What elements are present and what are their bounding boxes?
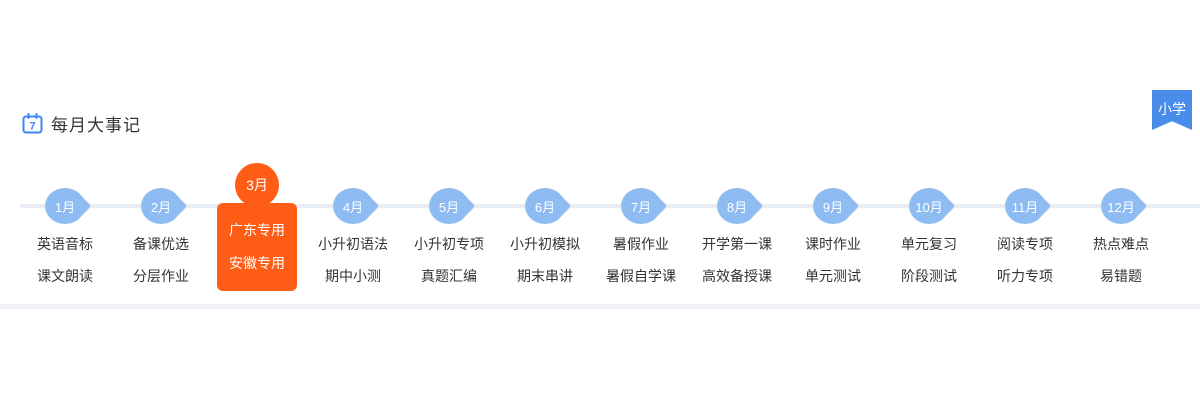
topic-line-1: 英语音标 bbox=[37, 236, 93, 252]
timeline-month-item[interactable]: 12月 热点难点 易错题 bbox=[1073, 138, 1169, 298]
month-topics: 开学第一课 高效备授课 bbox=[702, 234, 772, 298]
timeline-month-item[interactable]: 10月 单元复习 阶段测试 bbox=[881, 138, 977, 298]
topic-line-2: 单元测试 bbox=[805, 268, 861, 284]
separator-line bbox=[0, 304, 1200, 309]
month-pin[interactable]: 11月 bbox=[1005, 188, 1045, 224]
month-topics: 小升初专项 真题汇编 bbox=[414, 234, 484, 298]
month-pin[interactable]: 6月 bbox=[525, 188, 565, 224]
month-pin[interactable]: 12月 bbox=[1101, 188, 1141, 224]
month-topics: 暑假作业 暑假自学课 bbox=[606, 234, 676, 298]
timeline-month-item-active[interactable]: 3月 广东专用 安徽专用 bbox=[209, 138, 305, 298]
topic-line-2: 听力专项 bbox=[997, 268, 1053, 284]
timeline-month-item[interactable]: 5月 小升初专项 真题汇编 bbox=[401, 138, 497, 298]
page-title: 每月大事记 bbox=[51, 116, 141, 135]
month-label: 10月 bbox=[915, 199, 943, 215]
topic-line-2: 分层作业 bbox=[133, 268, 189, 284]
month-label: 12月 bbox=[1107, 199, 1135, 215]
active-month-card[interactable]: 广东专用 安徽专用 bbox=[217, 203, 297, 291]
month-label: 7月 bbox=[630, 199, 652, 215]
month-topics: 小升初语法 期中小测 bbox=[318, 234, 388, 298]
topic-line-2: 阶段测试 bbox=[901, 268, 957, 284]
topic-line-1: 备课优选 bbox=[133, 236, 189, 252]
topic-line-1: 暑假作业 bbox=[613, 236, 669, 252]
topic-line-2: 真题汇编 bbox=[421, 268, 477, 284]
topic-line-1: 开学第一课 bbox=[702, 236, 772, 252]
topic-line-2: 安徽专用 bbox=[229, 255, 285, 271]
month-pin[interactable]: 7月 bbox=[621, 188, 661, 224]
month-topics: 备课优选 分层作业 bbox=[133, 234, 189, 298]
month-label: 8月 bbox=[726, 199, 748, 215]
month-label: 9月 bbox=[822, 199, 844, 215]
month-label: 5月 bbox=[438, 199, 460, 215]
topic-line-1: 单元复习 bbox=[901, 236, 957, 252]
topic-line-1: 广东专用 bbox=[229, 222, 285, 238]
timeline-month-item[interactable]: 11月 阅读专项 听力专项 bbox=[977, 138, 1073, 298]
month-pin-active[interactable]: 3月 bbox=[235, 163, 279, 207]
timeline-track bbox=[20, 204, 1200, 208]
month-label: 3月 bbox=[246, 177, 268, 193]
month-topics: 阅读专项 听力专项 bbox=[997, 234, 1053, 298]
calendar-icon: 7 bbox=[22, 113, 43, 134]
section-header: 7 每月大事记 bbox=[22, 111, 141, 136]
calendar-icon-number: 7 bbox=[29, 121, 35, 133]
topic-line-2: 暑假自学课 bbox=[606, 268, 676, 284]
topic-line-1: 小升初模拟 bbox=[510, 236, 580, 252]
topic-line-2: 期中小测 bbox=[325, 268, 381, 284]
month-label: 2月 bbox=[150, 199, 172, 215]
topic-line-1: 小升初专项 bbox=[414, 236, 484, 252]
month-label: 4月 bbox=[342, 199, 364, 215]
month-label: 6月 bbox=[534, 199, 556, 215]
timeline: 1月 英语音标 课文朗读 2月 备课优选 分层作业 3月 广东专用 安徽专用 4… bbox=[17, 138, 1183, 298]
month-topics: 英语音标 课文朗读 bbox=[37, 234, 93, 298]
timeline-month-item[interactable]: 8月 开学第一课 高效备授课 bbox=[689, 138, 785, 298]
timeline-month-item[interactable]: 4月 小升初语法 期中小测 bbox=[305, 138, 401, 298]
timeline-month-item[interactable]: 9月 课时作业 单元测试 bbox=[785, 138, 881, 298]
topic-line-2: 课文朗读 bbox=[37, 268, 93, 284]
timeline-month-item[interactable]: 7月 暑假作业 暑假自学课 bbox=[593, 138, 689, 298]
month-pin[interactable]: 5月 bbox=[429, 188, 469, 224]
month-pin[interactable]: 4月 bbox=[333, 188, 373, 224]
topic-line-2: 高效备授课 bbox=[702, 268, 772, 284]
timeline-month-item[interactable]: 1月 英语音标 课文朗读 bbox=[17, 138, 113, 298]
topic-line-1: 小升初语法 bbox=[318, 236, 388, 252]
topic-line-2: 期末串讲 bbox=[517, 268, 573, 284]
timeline-month-item[interactable]: 2月 备课优选 分层作业 bbox=[113, 138, 209, 298]
month-topics: 单元复习 阶段测试 bbox=[901, 234, 957, 298]
topic-line-2: 易错题 bbox=[1100, 268, 1142, 284]
month-pin[interactable]: 2月 bbox=[141, 188, 181, 224]
month-pin[interactable]: 8月 bbox=[717, 188, 757, 224]
month-topics: 热点难点 易错题 bbox=[1093, 234, 1149, 298]
month-label: 11月 bbox=[1011, 199, 1039, 215]
month-topics: 课时作业 单元测试 bbox=[805, 234, 861, 298]
grade-badge-primary-school[interactable]: 小学 bbox=[1152, 90, 1192, 130]
month-pin[interactable]: 9月 bbox=[813, 188, 853, 224]
month-topics: 小升初模拟 期末串讲 bbox=[510, 234, 580, 298]
topic-line-1: 课时作业 bbox=[805, 236, 861, 252]
month-label: 1月 bbox=[54, 199, 76, 215]
topic-line-1: 阅读专项 bbox=[997, 236, 1053, 252]
topic-line-1: 热点难点 bbox=[1093, 236, 1149, 252]
timeline-month-item[interactable]: 6月 小升初模拟 期末串讲 bbox=[497, 138, 593, 298]
month-pin[interactable]: 1月 bbox=[45, 188, 85, 224]
month-pin[interactable]: 10月 bbox=[909, 188, 949, 224]
